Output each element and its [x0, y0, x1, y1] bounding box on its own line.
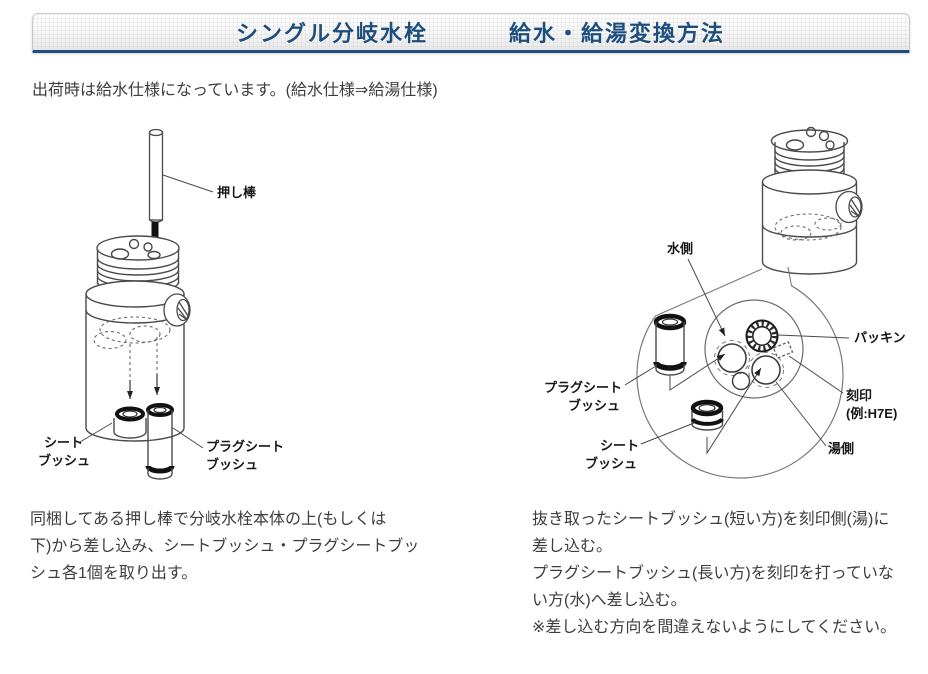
seat-bush-label2: ブッシュ: [585, 456, 637, 471]
plug-bush-label-leader: [624, 365, 657, 386]
hot-side-leader: [775, 381, 827, 447]
detail-circle: [704, 299, 804, 399]
seat-bush-label: シート: [44, 435, 83, 450]
side-knob: [835, 190, 863, 224]
plug-seat-bush-label2: ブッシュ: [206, 457, 258, 472]
engraving-label2: (例:H7E): [846, 406, 897, 421]
hot-side-label: 湯側: [828, 441, 854, 456]
caption-line: 差し込む。: [532, 538, 613, 555]
engraving-leader: [788, 355, 844, 394]
side-knob: [163, 293, 191, 327]
right-figure: 水側 パッキン 刻印 (例:H7E) プラグシート ブッシュ シート ブッシュ …: [544, 126, 906, 479]
push-rod-leader: [162, 174, 214, 193]
faucet-body: [761, 126, 858, 275]
center-hole: [731, 371, 751, 391]
page-title-product: シングル分岐水栓: [236, 21, 429, 46]
caption-line: プラグシートブッシュ(長い方)を刻印を打っていな: [532, 565, 894, 582]
seat-bush-label: シート: [600, 438, 639, 453]
plug-seat-bush-label2: ブッシュ: [568, 398, 620, 413]
engraving-label: 刻印: [846, 388, 872, 403]
packing-leader: [777, 334, 850, 339]
hidden-ports: [93, 316, 171, 380]
caption-line: 抜き取ったシートブッシュ(短い方)を刻印側(湯)に: [532, 511, 890, 528]
plug-seat-bush-part: [653, 313, 687, 376]
seat-bush-label-leader: [640, 422, 695, 445]
plug-seat-bush-leader: [172, 427, 204, 449]
push-rod: [148, 128, 164, 223]
seat-bush-leader: [79, 422, 113, 443]
plug-seat-bush-label: プラグシート: [544, 380, 622, 395]
hot-port: [748, 352, 784, 388]
hidden-ports: [774, 213, 842, 241]
caption-line: い方(水)へ差し込む。: [532, 592, 687, 609]
water-side-leader: [687, 258, 726, 337]
seat-bush-insert-arrow: [706, 367, 762, 455]
packing-ring: [745, 319, 779, 353]
caption-line: シュ各1個を取り出す。: [30, 565, 198, 582]
left-figure: 押し棒: [38, 128, 284, 480]
caption-line: 下)から差し込み、シートブッシュ・プラグシートブッ: [30, 538, 420, 555]
magnifier-circle: [636, 285, 844, 479]
plug-bush-insert-arrow: [669, 353, 726, 391]
push-rod-label: 押し棒: [217, 185, 257, 200]
magnifier-wedge-right: [787, 266, 793, 286]
packing-label: パッキン: [854, 330, 906, 345]
header-bar: シングル分岐水栓 給水・給湯変換方法: [32, 13, 910, 53]
left-caption: 同梱してある押し棒で分岐水栓本体の上(もしくは 下)から差し込み、シートブッシュ…: [30, 506, 450, 587]
caption-line: 同梱してある押し棒で分岐水栓本体の上(もしくは: [30, 511, 387, 528]
engraving-mark: [772, 341, 794, 359]
magnifier-wedge-left: [655, 268, 763, 317]
intro-text: 出荷時は給水仕様になっています。(給水仕様⇒給湯仕様): [32, 82, 438, 99]
seat-bush-part: [113, 406, 147, 439]
faucet-body: [85, 235, 185, 442]
right-caption: 抜き取ったシートブッシュ(短い方)を刻印側(湯)に 差し込む。 プラグシートブッ…: [532, 506, 928, 641]
seat-bush-label2: ブッシュ: [38, 453, 90, 468]
water-side-label: 水側: [667, 241, 693, 256]
seat-bush-part: [690, 399, 724, 431]
caption-line: ※差し込む方向を間違えないようにしてください。: [532, 619, 897, 636]
plug-seat-bush-label: プラグシート: [206, 439, 284, 454]
plug-seat-bush-part: [145, 403, 175, 480]
page-title-procedure: 給水・給湯変換方法: [509, 21, 726, 46]
